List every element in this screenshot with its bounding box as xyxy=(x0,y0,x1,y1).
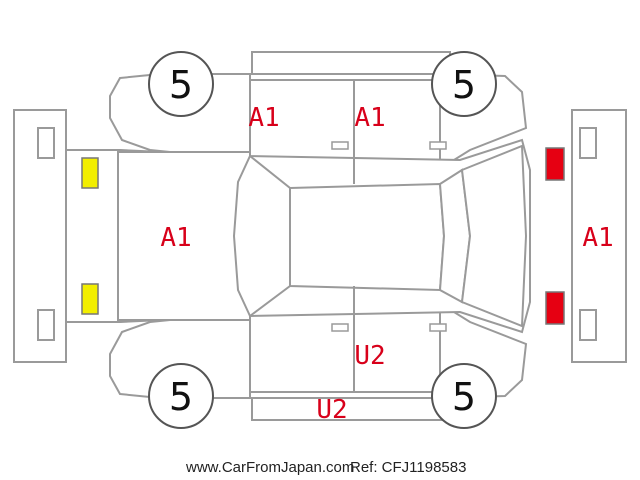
front-lamp-bottom xyxy=(81,283,99,315)
tire-rear-left-value: 5 xyxy=(452,63,476,107)
code-left-front-door: A1 xyxy=(248,103,279,133)
front-lamp-top xyxy=(81,157,99,189)
rear-bumper xyxy=(571,109,627,363)
front-bumper xyxy=(13,109,67,363)
footer-ref: Ref: CFJ1198583 xyxy=(350,459,466,476)
hood-panel xyxy=(117,151,251,321)
tire-front-left-value: 5 xyxy=(169,63,193,107)
code-hood: A1 xyxy=(160,223,191,253)
left-side-panel xyxy=(109,72,528,161)
code-left-rear-door: A1 xyxy=(354,103,385,133)
tire-front-right: 5 xyxy=(148,363,214,429)
tire-front-left: 5 xyxy=(148,51,214,117)
code-right-rear-door: U2 xyxy=(354,341,385,371)
tailgate-panel xyxy=(460,144,528,328)
car-body xyxy=(65,72,531,400)
tire-rear-left: 5 xyxy=(431,51,497,117)
tire-rear-right: 5 xyxy=(431,363,497,429)
code-right-rocker: U2 xyxy=(316,395,347,425)
tire-front-right-value: 5 xyxy=(169,375,193,419)
left-rocker-panel xyxy=(251,51,451,75)
rear-lamp-bottom xyxy=(545,291,565,325)
tire-rear-right-value: 5 xyxy=(452,375,476,419)
right-rocker-panel xyxy=(251,397,451,421)
windshield xyxy=(232,154,291,318)
rear-lamp-top xyxy=(545,147,565,181)
code-rear-bumper: A1 xyxy=(582,223,613,253)
roof-panel xyxy=(289,182,446,292)
footer-source: www.CarFromJapan.com xyxy=(185,459,354,476)
right-side-panel xyxy=(109,311,528,400)
